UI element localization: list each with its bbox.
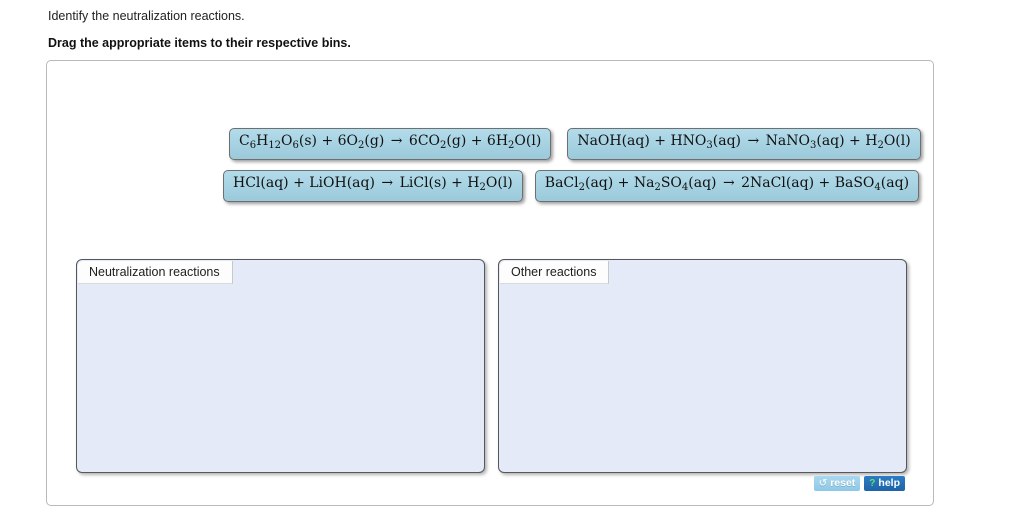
drop-bin-neutralization-reactions[interactable]: Neutralization reactions	[76, 259, 485, 473]
prompt-area: Identify the neutralization reactions. D…	[48, 8, 948, 51]
draggable-tile-bacl2-na2so4[interactable]: BaCl2(aq) + Na2SO4(aq) → 2NaCl(aq) + BaS…	[534, 169, 920, 202]
question-text: Identify the neutralization reactions.	[48, 9, 245, 23]
reset-button[interactable]: ↺ reset	[813, 476, 861, 491]
draggable-tile-hcl-lioh[interactable]: HCl(aq) + LiOH(aq) → LiCl(s) + H2O(l)	[223, 169, 523, 202]
tile-equation-text: HCl(aq) + LiOH(aq) → LiCl(s) + H2O(l)	[233, 174, 513, 193]
activity-panel: C6H12O6(s) + 6O2(g) → 6CO2(g) + 6H2O(l) …	[46, 60, 934, 506]
bin-label-other: Other reactions	[500, 261, 610, 284]
bin-dropzone-other[interactable]	[499, 284, 906, 472]
bin-label-neutralization: Neutralization reactions	[78, 261, 233, 284]
help-button[interactable]: ? help	[864, 476, 905, 491]
draggable-items-tray: C6H12O6(s) + 6O2(g) → 6CO2(g) + 6H2O(l) …	[185, 128, 921, 212]
bin-dropzone-neutralization[interactable]	[77, 284, 484, 472]
drop-bin-other-reactions[interactable]: Other reactions	[498, 259, 907, 473]
draggable-tile-naoh-hno3[interactable]: NaOH(aq) + HNO3(aq) → NaNO3(aq) + H2O(l)	[567, 128, 921, 160]
tile-row-1: C6H12O6(s) + 6O2(g) → 6CO2(g) + 6H2O(l) …	[185, 128, 921, 160]
instruction-text: Drag the appropriate items to their resp…	[48, 36, 351, 50]
reset-button-label: reset	[830, 477, 856, 489]
action-button-bar: ↺ reset ? help	[813, 476, 905, 491]
tile-row-2: HCl(aq) + LiOH(aq) → LiCl(s) + H2O(l) Ba…	[185, 169, 920, 202]
tile-equation-text: BaCl2(aq) + Na2SO4(aq) → 2NaCl(aq) + BaS…	[544, 174, 910, 193]
reset-circular-arrow-icon: ↺	[818, 478, 828, 489]
tile-equation-text: C6H12O6(s) + 6O2(g) → 6CO2(g) + 6H2O(l)	[239, 133, 542, 151]
draggable-tile-glucose-combustion[interactable]: C6H12O6(s) + 6O2(g) → 6CO2(g) + 6H2O(l)	[229, 128, 552, 160]
tile-equation-text: NaOH(aq) + HNO3(aq) → NaNO3(aq) + H2O(l)	[577, 133, 911, 151]
drop-bins-area: Neutralization reactions Other reactions	[76, 259, 908, 473]
question-mark-icon: ?	[869, 478, 876, 489]
help-button-label: help	[878, 477, 900, 489]
